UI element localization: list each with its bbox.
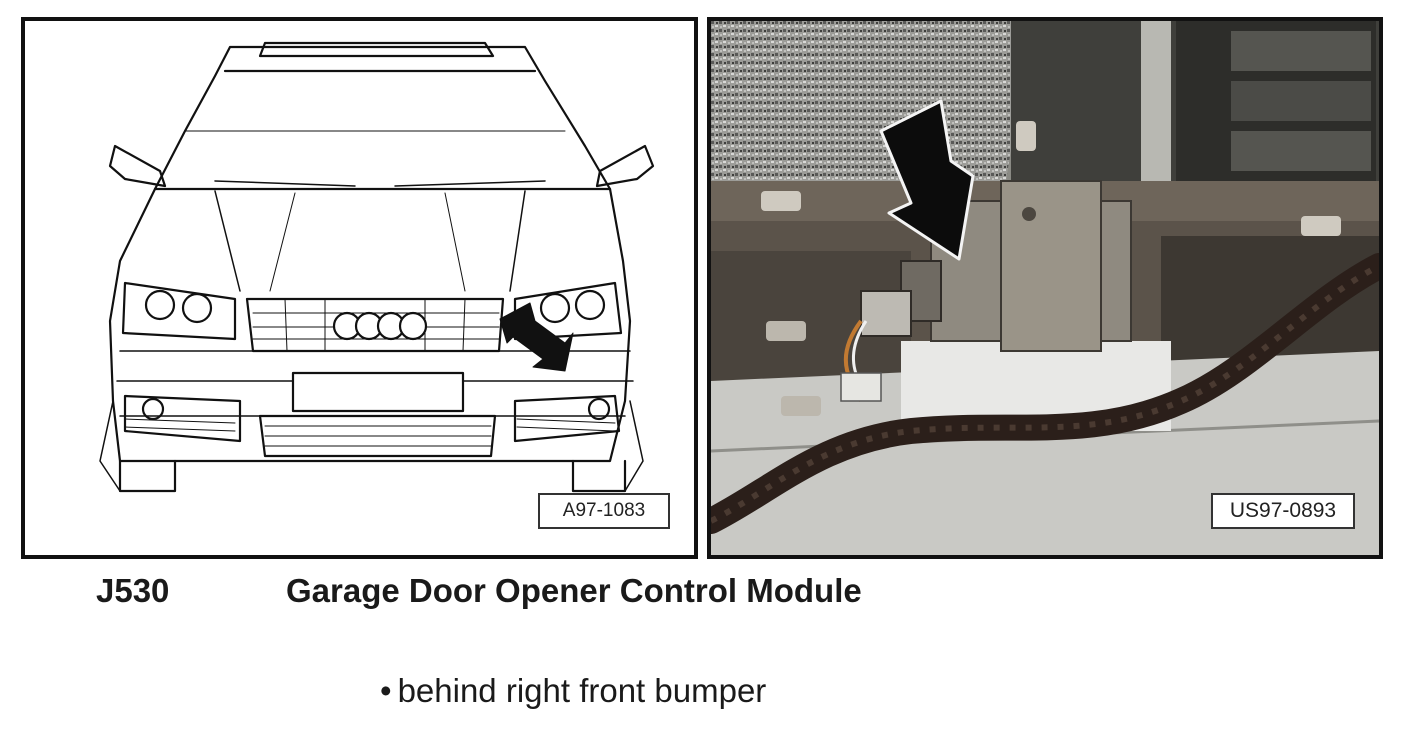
location-text: behind right front bumper (397, 672, 767, 709)
figure-label: A97-1083 (538, 493, 670, 529)
car-front-illustration: A97-1083 (21, 17, 698, 559)
module-photo: US97-0893 (707, 17, 1383, 559)
component-name: Garage Door Opener Control Module (286, 572, 862, 609)
component-code: J530 (96, 572, 170, 609)
module-photo-drawing (711, 21, 1379, 555)
car-front-drawing (99, 41, 655, 493)
bullet-icon: • (380, 672, 392, 709)
location-note: •behind right front bumper (380, 672, 766, 710)
figure-label: US97-0893 (1211, 493, 1355, 529)
